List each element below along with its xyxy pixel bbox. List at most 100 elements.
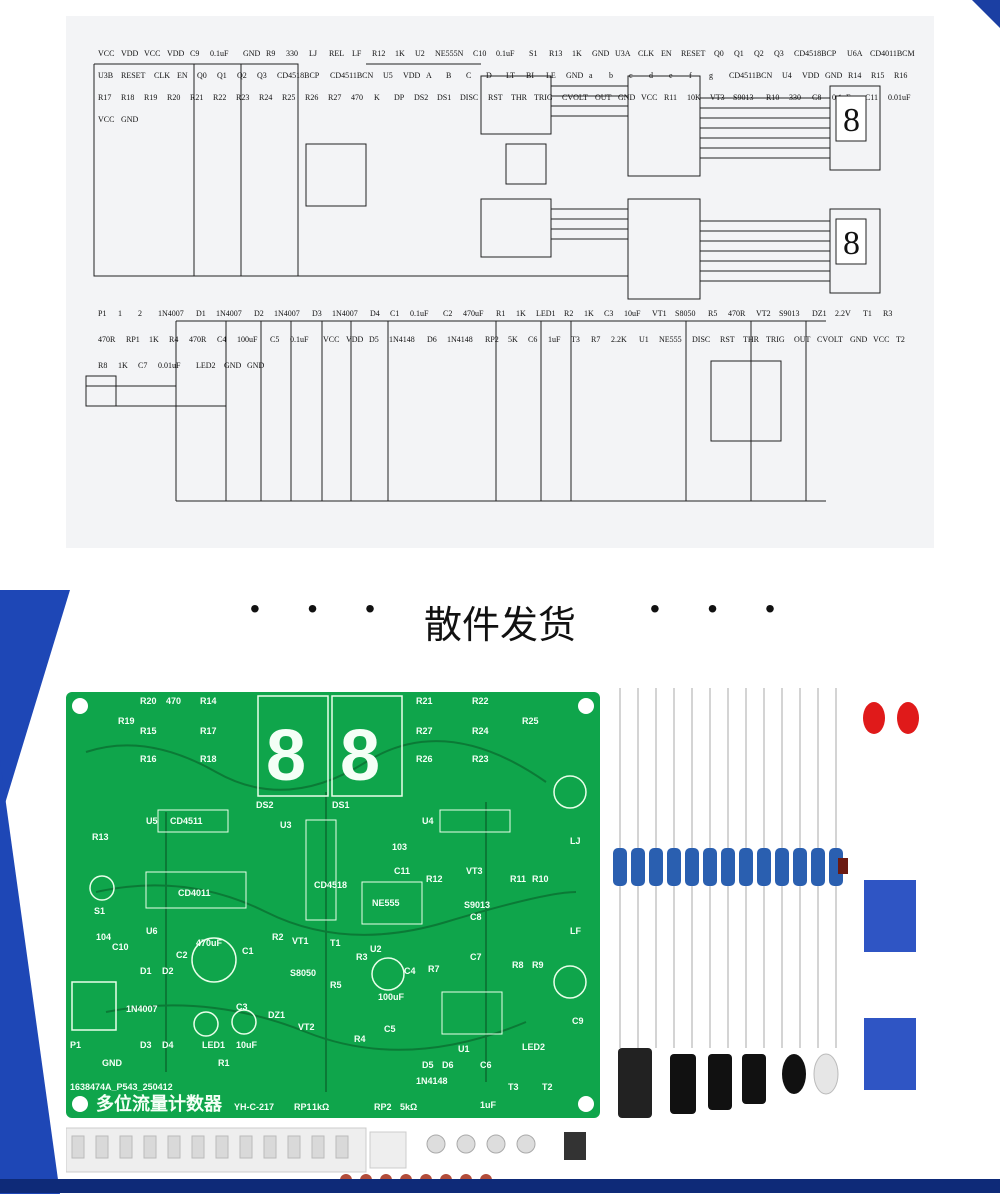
schematic-label: R19 <box>144 93 157 102</box>
pcb-label-r27: R27 <box>416 726 433 736</box>
schematic-label: 470uF <box>463 309 484 318</box>
schematic-label: 1K <box>118 361 128 370</box>
schematic-label: b <box>609 71 613 80</box>
schematic-label: g <box>709 71 713 80</box>
pcb-label-u1: U1 <box>458 1044 470 1054</box>
corner-decoration <box>972 0 1000 28</box>
pcb-label-r2: R2 <box>272 932 284 942</box>
pcb-label-d3: D3 <box>140 1040 152 1050</box>
schematic-label: A <box>426 71 432 80</box>
schematic-label: C5 <box>270 335 279 344</box>
pcb-label-r10: R10 <box>532 874 549 884</box>
schematic-label: VT2 <box>756 309 771 318</box>
schematic-label: R18 <box>121 93 134 102</box>
schematic-label: 10uF <box>624 309 641 318</box>
schematic-label: D3 <box>312 309 322 318</box>
pcb-label-u4: U4 <box>422 816 434 826</box>
schematic-label: 470R <box>728 309 746 318</box>
schematic-label: RP1 <box>126 335 140 344</box>
schematic-label: R12 <box>372 49 385 58</box>
pcb-label-c1: C1 <box>242 946 254 956</box>
schematic-label: CD4511BCN <box>330 71 373 80</box>
components-drawing <box>613 688 919 1118</box>
schematic-label: DZ1 <box>812 309 827 318</box>
schematic-label: C6 <box>528 335 537 344</box>
pcb-label-v104: 104 <box>96 932 111 942</box>
schematic-label: U4 <box>782 71 792 80</box>
digit-ds1: 8 <box>340 716 380 796</box>
schematic-label: R4 <box>169 335 178 344</box>
schematic-label: R1 <box>496 309 505 318</box>
schematic-label: U6A <box>847 49 863 58</box>
dots-right: • • • <box>650 593 795 624</box>
schematic-label: 470R <box>98 335 116 344</box>
pcb-label-r14: R14 <box>200 696 217 706</box>
pcb-label-r23: R23 <box>472 754 489 764</box>
schematic-label: 470R <box>189 335 207 344</box>
pcb-label-led1: LED1 <box>202 1040 225 1050</box>
pcb-label-r25: R25 <box>522 716 539 726</box>
pcb-label-r13: R13 <box>92 832 109 842</box>
schematic-label: LF <box>352 49 362 58</box>
schematic-label: GND <box>592 49 610 58</box>
schematic-label: U3B <box>98 71 113 80</box>
schematic-label: C11 <box>865 93 878 102</box>
schematic-label: 0.1uF <box>210 49 229 58</box>
schematic-label: LED1 <box>536 309 556 318</box>
schematic-label: OUT <box>595 93 612 102</box>
schematic-label: VDD <box>403 71 421 80</box>
schematic-label: C3 <box>604 309 613 318</box>
schematic-label: 2 <box>138 309 142 318</box>
schematic-label: S8050 <box>675 309 695 318</box>
pcb-batch: 1638474A_P543_250412 <box>70 1082 173 1092</box>
pcb-label-d6: D6 <box>442 1060 454 1070</box>
schematic-label: C9 <box>190 49 199 58</box>
schematic-label: REL <box>329 49 344 58</box>
pcb-label-r24: R24 <box>472 726 489 736</box>
schematic-label: Q3 <box>257 71 267 80</box>
schematic-label: U5 <box>383 71 393 80</box>
pcb-label-t1: T1 <box>330 938 341 948</box>
schematic-label: f <box>689 71 692 80</box>
schematic-label: 0.1uF <box>410 309 429 318</box>
pcb-label-c3: C3 <box>236 1002 248 1012</box>
pcb-label-r17: R17 <box>200 726 217 736</box>
schematic-label: 1K <box>572 49 582 58</box>
pcb-title: 多位流量计数器 <box>96 1093 223 1114</box>
schematic-label: S1 <box>529 49 537 58</box>
schematic-label: Q2 <box>754 49 764 58</box>
pcb-label-vt1: VT1 <box>292 936 309 946</box>
schematic-label: DS2 <box>414 93 428 102</box>
schematic-label: C4 <box>217 335 226 344</box>
pcb-label-r3: R3 <box>356 952 368 962</box>
schematic-label: GND <box>243 49 261 58</box>
schematic-label: K <box>374 93 380 102</box>
pcb-label-cd4011: CD4011 <box>178 888 211 898</box>
schematic-label: LT <box>506 71 515 80</box>
schematic-label: 330 <box>789 93 801 102</box>
pcb-label-c7: C7 <box>470 952 482 962</box>
schematic-label: GND <box>224 361 242 370</box>
pcb-label-c2: C2 <box>176 950 188 960</box>
schematic-label: Q0 <box>197 71 207 80</box>
schematic-label: 0.01uF <box>888 93 911 102</box>
pcb-label-r16: R16 <box>140 754 157 764</box>
schematic-label: TRIG <box>766 335 785 344</box>
section-title: 散件发货 <box>423 603 576 647</box>
schematic-label: 10K <box>687 93 701 102</box>
schematic-label: U1 <box>639 335 649 344</box>
schematic-label: T1 <box>863 309 872 318</box>
schematic-label: 0.1uF <box>496 49 515 58</box>
schematic-label: THR <box>743 335 760 344</box>
schematic-label: THR <box>511 93 528 102</box>
schematic-label: R16 <box>894 71 907 80</box>
bottom-blue-band <box>0 1179 1000 1193</box>
schematic-label: GND <box>121 115 139 124</box>
schematic-label: R17 <box>98 93 111 102</box>
schematic-label: B <box>446 71 451 80</box>
pcb-label-c11: C11 <box>394 866 410 876</box>
schematic-label: 5K <box>508 335 518 344</box>
